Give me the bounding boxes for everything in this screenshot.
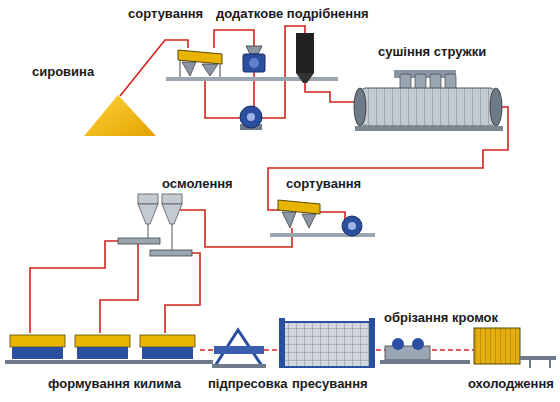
conveyor: [5, 360, 213, 364]
process-label: охолодження: [466, 376, 556, 391]
process-label: додаткове подрібнення: [214, 6, 371, 21]
edge-trimmer: [380, 338, 470, 364]
fan: [342, 216, 362, 236]
process-label: сортування: [126, 6, 205, 21]
process-label: сортування: [284, 176, 363, 191]
forming-station: [10, 335, 195, 359]
sorting-machine: [178, 50, 222, 77]
cooling-turner: [474, 328, 556, 368]
prepress: [212, 330, 266, 368]
mill: [243, 46, 265, 72]
process-label: пресування: [290, 376, 370, 391]
platform: [166, 77, 338, 81]
silo: [296, 33, 314, 83]
process-label: підпресовка: [206, 376, 289, 391]
raw-material-pile: [84, 95, 156, 136]
press: [279, 318, 375, 368]
sorting-machine: [278, 200, 320, 228]
fan: [240, 106, 262, 130]
resin-blender: [118, 194, 192, 256]
platform: [270, 233, 375, 237]
process-label: обрізання кромок: [382, 310, 500, 325]
process-label: сировина: [30, 64, 96, 79]
process-label: сушіння стружки: [376, 44, 488, 59]
dryer: [354, 70, 503, 131]
flow-lines: [30, 26, 508, 350]
process-label: осмолення: [160, 176, 235, 191]
process-label: формування килима: [46, 376, 183, 391]
